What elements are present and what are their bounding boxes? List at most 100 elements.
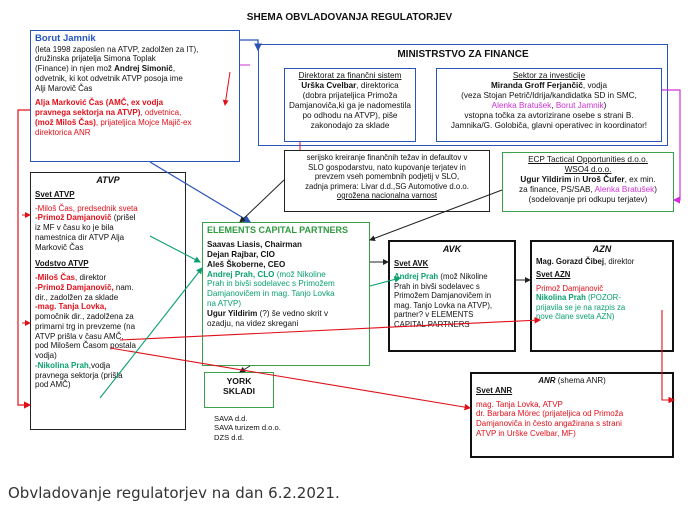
atvp-line: -Primož Damjanovič — [35, 213, 112, 223]
inv-line: vstopna točka za avtorizirane osebe s st… — [464, 111, 634, 120]
atvp-line: pod AMČ) — [35, 380, 71, 390]
ecp-line: in — [571, 175, 583, 184]
elements-line: Prah in bivši sodelavec s Primožem — [207, 279, 335, 289]
ecp-line: Alenka Bratušek — [594, 185, 655, 194]
york-item: SAVA turizem d.o.o. — [214, 423, 281, 433]
york-holdings: SAVA d.d. SAVA turizem d.o.o. DZS d.d. — [214, 414, 310, 454]
york-item: DZS d.d. — [214, 432, 244, 442]
inv-line: , vodja — [582, 81, 608, 90]
dir-title: Direktorat za finančni sistem — [298, 71, 402, 80]
atvp-line: Markovič Čas — [35, 242, 84, 252]
york-title: SKLADI — [223, 386, 255, 397]
direktorat-box: Direktorat za finančni sistem Urška Cvel… — [284, 68, 416, 142]
dir-line: (dobra prijateljica Primoža — [302, 91, 398, 100]
inv-line: Borut Jamnik — [555, 101, 604, 110]
azn-line: Primož Damjanovič — [536, 283, 604, 293]
anr-line: dr. Barbara Mörec (prijateljica od Primo… — [476, 409, 624, 419]
gorazd-cibej: Mag. Gorazd Čibej — [536, 256, 605, 266]
urska-cvelbar: Urška Cvelbar — [301, 81, 357, 90]
anr-title-note: (shema ANR) — [555, 376, 606, 385]
alja-line: direktorica ANR — [35, 127, 91, 137]
anr-title: ANR — [538, 376, 556, 385]
avk-box: AVK Svet AVK Andrej Prah (mož Nikoline P… — [388, 240, 516, 352]
avk-svet: Svet AVK — [394, 258, 429, 268]
atvp-line: -Primož Damjanovič, — [35, 282, 114, 292]
alja-line: , odvetnica, — [140, 108, 182, 118]
elements-line: (?) še vedno skrit v — [257, 308, 328, 318]
avk-line: mag. Tanjo Lovka na ATVP), — [394, 300, 493, 310]
diagram-title: SHEMA OBVLADOVANJA REGULATORJEV — [246, 12, 453, 23]
dir-line: zakonodajo za sklade — [310, 121, 390, 130]
ecp-line: , ex min. — [624, 175, 656, 184]
serial-line: serijsko kreiranje finančnih težav in de… — [306, 153, 468, 162]
ecp-line: Uroš Čufer — [582, 175, 625, 184]
anr-box: ANR (shema ANR) Svet ANR mag. Tanja Lovk… — [470, 372, 674, 458]
atvp-svet: Svet ATVP — [35, 189, 75, 199]
serial-defaults-box: serijsko kreiranje finančnih težav in de… — [284, 150, 490, 212]
azn-box: AZN Mag. Gorazd Čibej, direktor Svet AZN… — [530, 240, 674, 352]
york-item: SAVA d.d. — [214, 414, 248, 423]
atvp-line: nam. — [113, 282, 134, 292]
anr-line: Damjanoviča in često angažirana s strani — [476, 419, 622, 428]
miranda-groff: Miranda Groff Ferjančič — [490, 81, 583, 90]
elements-line: ozadju, na videz skregani — [207, 318, 299, 328]
borut-line: (leta 1998 zaposlen na ATVP, zadolžen za… — [35, 44, 199, 54]
inv-title: Sektor za investicije — [512, 71, 586, 80]
elements-line: Ugur Yildirim — [207, 308, 258, 318]
atvp-box: ATVP Svet ATVP -Miloš Čas, predsednik sv… — [30, 172, 186, 430]
anr-svet: Svet ANR — [476, 385, 513, 395]
anr-line: mag. Tanja Lovka, ATVP — [476, 399, 563, 409]
atvp-line: (prišel — [111, 213, 136, 223]
york-title: YORK — [226, 376, 252, 386]
york-skladi-box: YORK SKLADI — [204, 372, 274, 408]
avk-line: CAPITAL PARTNERS — [394, 319, 470, 329]
regulator-diagram: Borut Jamnik (leta 1998 zaposlen na ATVP… — [17, 30, 681, 458]
atvp-line: primarni trg in prevzeme (na — [35, 321, 136, 331]
elements-line: Aleš Škoberne, CEO — [207, 259, 286, 269]
dir-line: po odhodu na ATVP), piše — [302, 111, 398, 120]
ecp-line: WSO4 d.o.o. — [564, 165, 612, 174]
alja-line: Alja Marković Čas (AMČ, ex vodja — [35, 98, 164, 108]
elements-capital-box: ELEMENTS CAPITAL PARTNERS Saavas Liasis,… — [202, 222, 370, 366]
serial-line: SLO gospodarstvu, nato kupovanje terjate… — [308, 162, 466, 172]
atvp-line: pod Milošem Časom postala — [35, 341, 136, 351]
borut-name: Borut Jamnik — [35, 33, 96, 44]
andrej-simonic: Andrej Simonič — [114, 64, 173, 74]
atvp-line: -Miloš Čas — [35, 273, 76, 283]
elements-line: Dejan Rajbar, CIO — [207, 249, 275, 259]
sektor-investicije-box: Sektor za investicije Miranda Groff Ferj… — [436, 68, 662, 142]
elements-line: na ATVP) — [207, 299, 242, 309]
inv-line: Alenka Bratušek — [491, 101, 552, 110]
serial-line: zadnja primera: Livar d.d.,SG Automotive… — [305, 181, 469, 191]
atvp-line: , direktor — [75, 273, 107, 283]
elements-line: Saavas Liasis, Chairman — [207, 239, 302, 249]
borut-line: (Finance) in njen mož — [35, 64, 115, 74]
inv-line: Jamnika/G. Golobiča, glavni operativec i… — [450, 121, 648, 130]
borut-line: Alji Marovič Čas — [35, 83, 93, 93]
atvp-line: pomočnik dir., zadolžena za — [35, 312, 134, 322]
serial-line: prevzem vseh pomembnih podjetij v SLO, — [314, 172, 460, 181]
ecp-line: Ugur Yildirim — [520, 175, 572, 184]
mf-title: MINISTRSTVO ZA FINANCE — [397, 49, 529, 60]
azn-line: nove člane sveta AZN) — [536, 312, 615, 322]
anr-line: ATVP in Urške Cvelbar, MF) — [476, 428, 576, 438]
atvp-line: dir., zadolžen za sklade — [35, 292, 119, 302]
azn-line: prijavila se je na razpis za — [536, 302, 626, 312]
link-borut-mf — [240, 39, 262, 52]
atvp-line: iz MF v času ko je bila — [35, 223, 114, 233]
ecp-title: ECP Tactical Opportunities d.o.o. — [528, 155, 648, 164]
link-serial-elements — [239, 179, 285, 223]
azn-title: AZN — [592, 244, 612, 254]
inv-line: ) — [603, 101, 607, 110]
avk-line: partner? v ELEMENTS — [394, 310, 474, 320]
borut-line: odvetnik, ki kot odvetnik ATVP posoja im… — [35, 73, 183, 83]
atvp-line: pravnega sektorja (prišla — [35, 370, 123, 380]
avk-line: (mož Nikoline — [438, 272, 488, 282]
atvp-line: ,vodja — [88, 360, 111, 370]
azn-svet: Svet AZN — [536, 270, 571, 280]
ecp-line: ) — [654, 185, 657, 194]
ecp-tactical-box: ECP Tactical Opportunities d.o.o. WSO4 d… — [502, 152, 674, 212]
ecp-line: (sodelovanje pri odkupu terjatev) — [528, 195, 648, 204]
atvp-line: namestnica dir ATVP Alja — [35, 232, 125, 242]
avk-line: Primožem Damjanovičem in — [394, 291, 492, 301]
